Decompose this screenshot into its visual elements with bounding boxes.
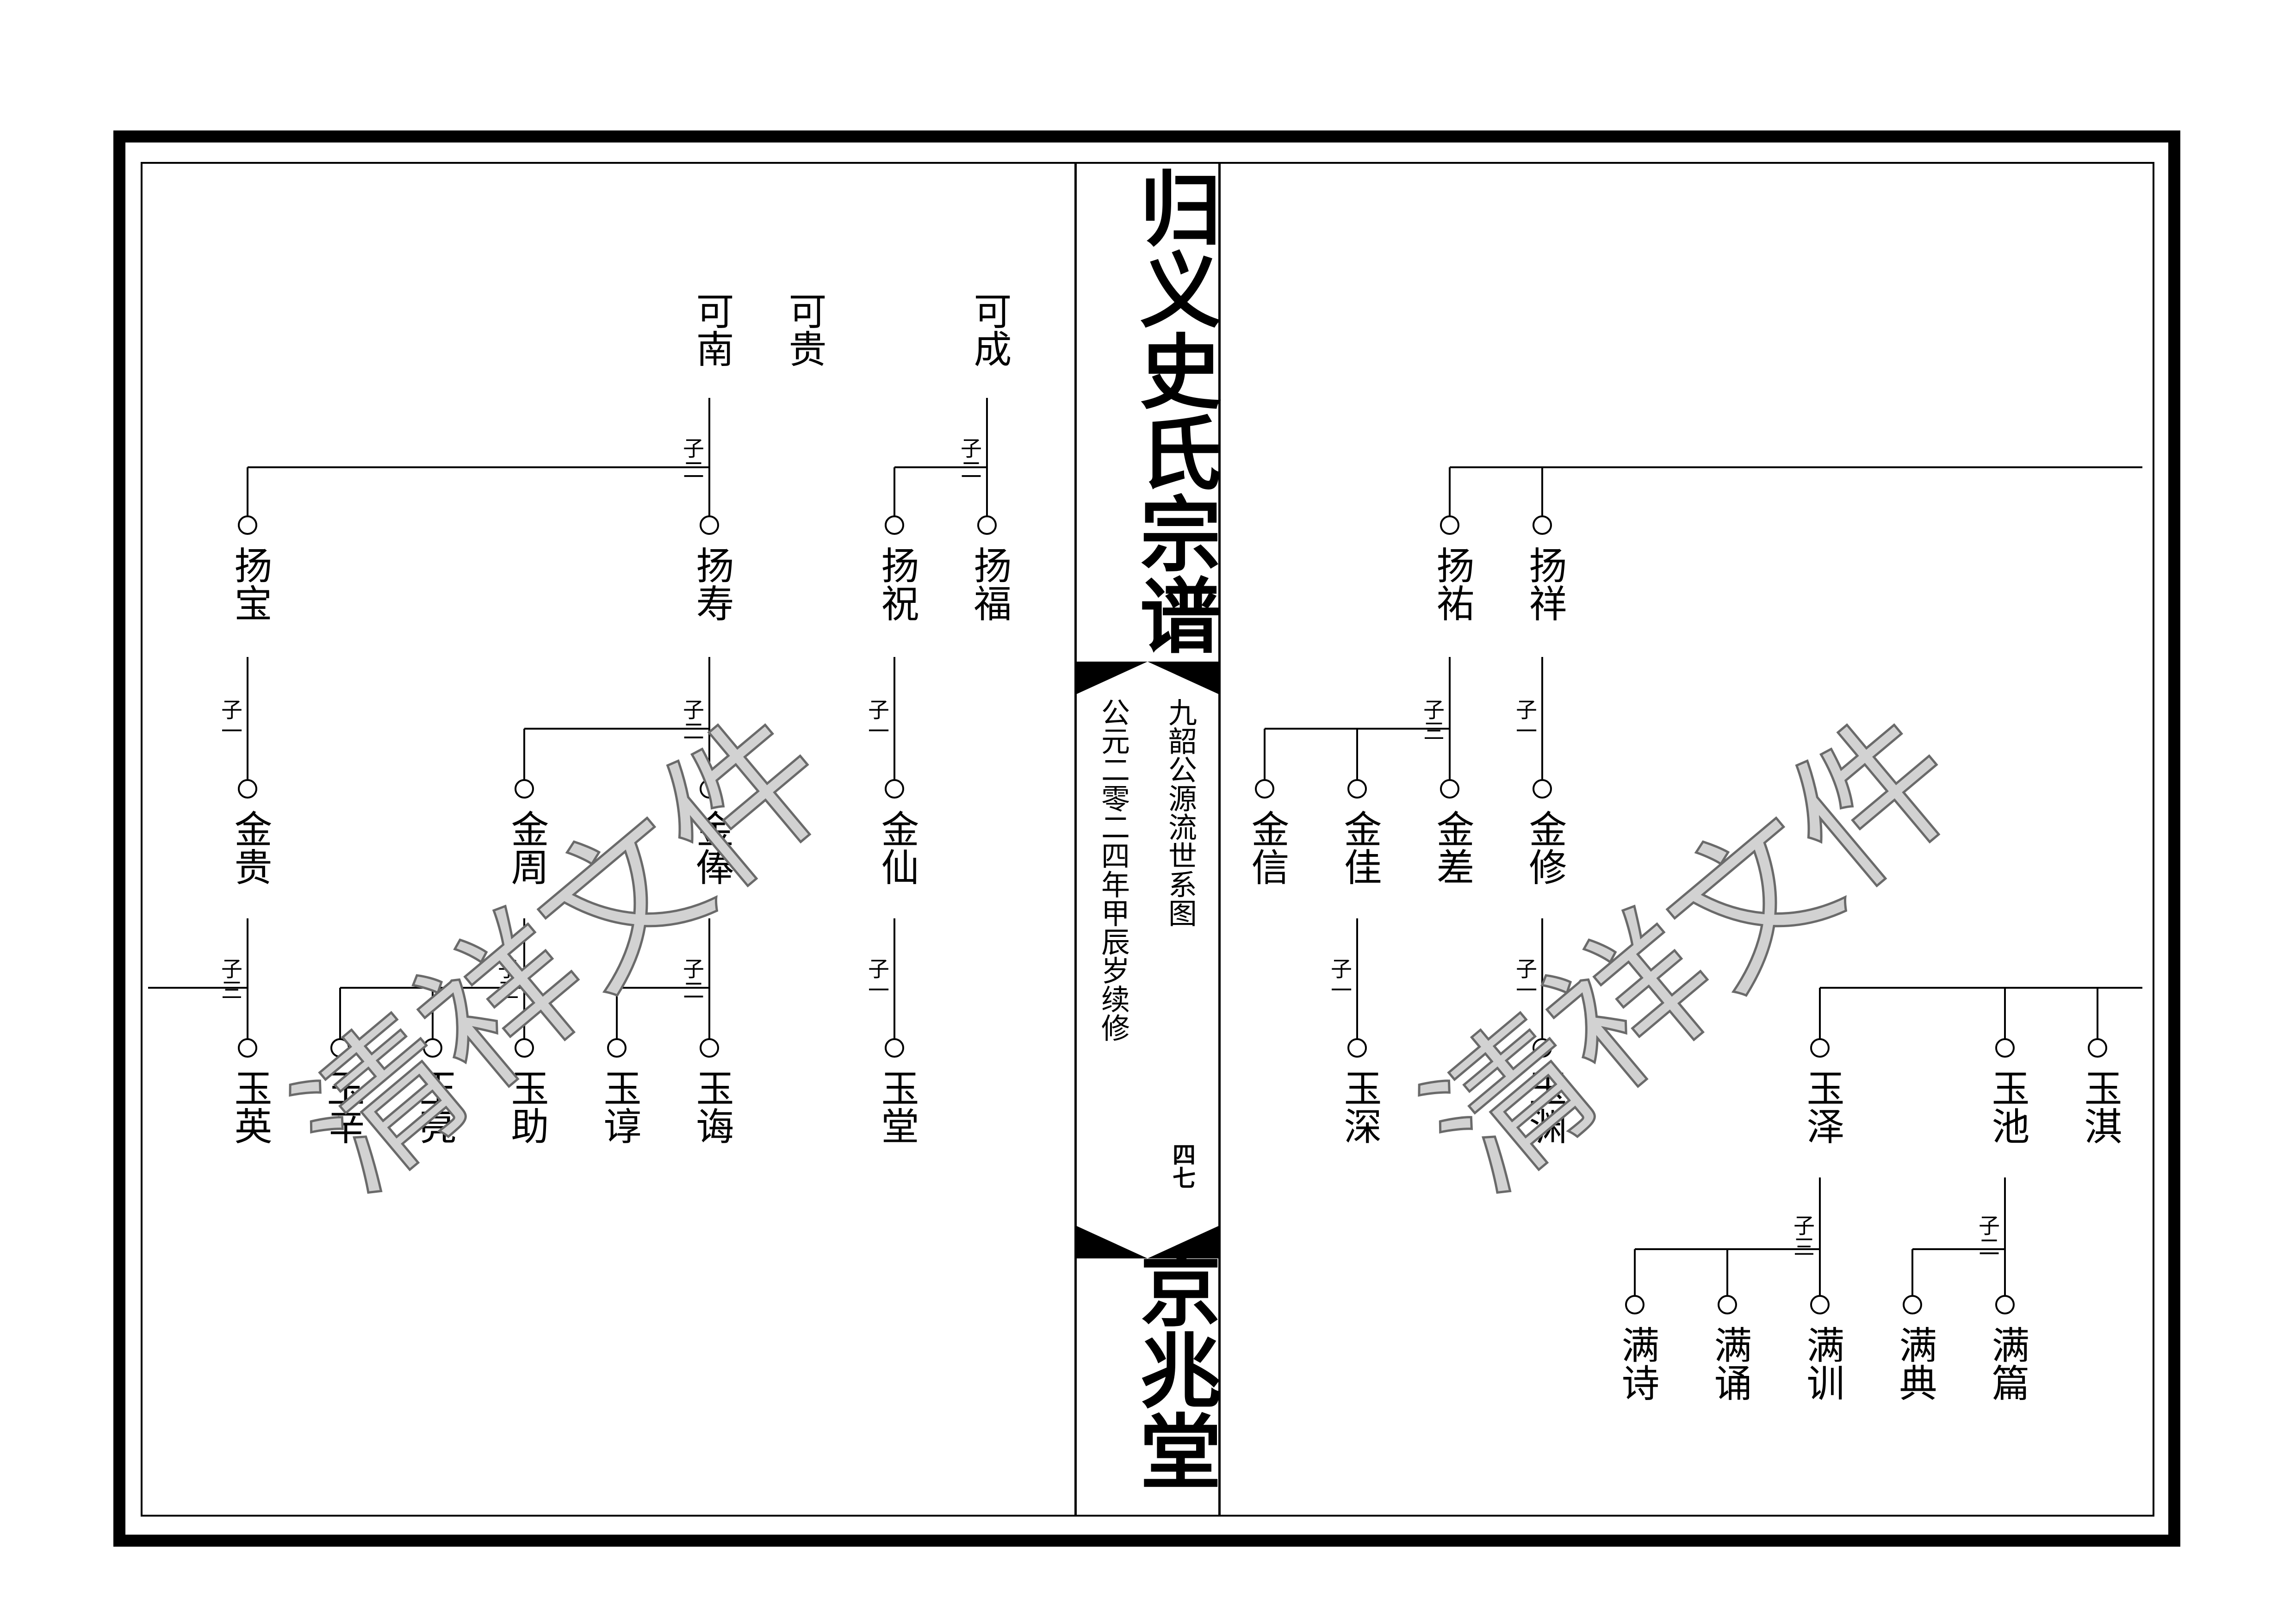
person-name: 扬祐 [1430, 546, 1474, 622]
sons-count-label: 子三 [495, 958, 520, 1000]
person-name: 玉诲 [689, 1069, 733, 1145]
person-node-circle [1810, 1295, 1830, 1314]
person-name: 玉亮 [413, 1069, 457, 1145]
person-node-circle [700, 1038, 719, 1058]
person-name: 可贵 [782, 291, 826, 367]
person-node-circle [885, 779, 904, 799]
person-node-circle [238, 779, 257, 799]
sons-count-label: 子二 [680, 437, 705, 480]
person-node-circle [1810, 1038, 1830, 1058]
person-node-circle [1718, 1295, 1737, 1314]
outer-border [113, 130, 2180, 1547]
person-node-circle [1533, 779, 1552, 799]
person-name: 扬祥 [1522, 546, 1566, 622]
sons-count-label: 子一 [865, 958, 890, 1000]
person-name: 扬宝 [228, 546, 272, 622]
sons-count-label: 子一 [865, 699, 890, 741]
person-node-circle [1440, 515, 1459, 535]
person-name: 金贵 [228, 810, 272, 886]
person-node-circle [2088, 1038, 2107, 1058]
spine-top-marker [1077, 662, 1218, 694]
person-name: 扬寿 [689, 546, 733, 622]
person-name: 玉堂 [875, 1069, 918, 1145]
sons-count-label: 子一 [1513, 699, 1538, 741]
person-name: 满典 [1893, 1326, 1936, 1401]
person-name: 玉助 [504, 1069, 548, 1145]
inner-border [141, 162, 2154, 1517]
person-node-circle [1440, 779, 1459, 799]
person-name: 金佳 [1337, 810, 1381, 886]
person-name: 满篇 [1985, 1326, 2029, 1401]
spine-title: 归义史氏宗谱 [1126, 167, 1222, 655]
book-spine: 归义史氏宗谱 京兆堂 [1074, 162, 1222, 1517]
sons-count-label: 子二 [680, 699, 705, 741]
person-node-circle [1625, 1295, 1644, 1314]
person-node-circle [700, 779, 719, 799]
person-name: 金修 [1522, 810, 1566, 886]
person-name: 金仙 [875, 810, 918, 886]
person-node-circle [885, 1038, 904, 1058]
person-node-circle [238, 1038, 257, 1058]
person-node-circle [330, 1038, 350, 1058]
person-name: 满诗 [1615, 1326, 1659, 1401]
person-node-circle [423, 1038, 442, 1058]
spine-date: 公元二零二四年甲辰岁续修 [1096, 698, 1130, 1042]
person-name: 金周 [504, 810, 548, 886]
person-node-circle [1533, 1038, 1552, 1058]
person-node-circle [977, 515, 997, 535]
person-name: 玉渊 [1522, 1069, 1566, 1145]
person-name: 金信 [1245, 810, 1289, 886]
person-name: 玉辛 [320, 1069, 364, 1145]
sons-count-label: 子一 [1328, 958, 1353, 1000]
sons-count-label: 子二 [680, 958, 705, 1000]
person-name: 满训 [1800, 1326, 1844, 1401]
sons-count-label: 子三 [1790, 1214, 1815, 1257]
person-name: 玉池 [1985, 1069, 2029, 1145]
person-node-circle [1533, 515, 1552, 535]
person-name: 扬福 [967, 546, 1011, 622]
sons-count-label: 子三 [218, 958, 243, 1000]
person-node-circle [515, 1038, 534, 1058]
person-name: 可成 [967, 291, 1011, 367]
person-node-circle [700, 515, 719, 535]
sons-count-label: 子二 [1975, 1214, 2000, 1257]
person-name: 玉泽 [1800, 1069, 1844, 1145]
spine-hall-name: 京兆堂 [1126, 1247, 1222, 1491]
person-node-circle [1995, 1038, 2015, 1058]
person-node-circle [1347, 779, 1367, 799]
person-name: 玉深 [1337, 1069, 1381, 1145]
person-name: 玉淇 [2078, 1069, 2122, 1145]
person-name: 金俸 [689, 810, 733, 886]
person-name: 满诵 [1707, 1326, 1751, 1401]
person-node-circle [1255, 779, 1274, 799]
person-node-circle [885, 515, 904, 535]
sons-count-label: 子一 [218, 699, 243, 741]
page-number: 四七 [1169, 1143, 1196, 1189]
sons-count-label: 子三 [1420, 699, 1445, 741]
person-node-circle [1995, 1295, 2015, 1314]
person-node-circle [607, 1038, 627, 1058]
person-node-circle [515, 779, 534, 799]
sons-count-label: 子二 [957, 437, 982, 480]
person-name: 可南 [689, 291, 733, 367]
person-name: 玉谆 [597, 1069, 641, 1145]
spine-branch-title: 九韶公源流世系图 [1163, 698, 1197, 927]
person-name: 扬祝 [875, 546, 918, 622]
spine-bottom-marker [1077, 1226, 1218, 1258]
person-node-circle [238, 515, 257, 535]
person-node-circle [1347, 1038, 1367, 1058]
person-name: 玉英 [228, 1069, 272, 1145]
person-name: 金差 [1430, 810, 1474, 886]
sons-count-label: 子一 [1513, 958, 1538, 1000]
person-node-circle [1903, 1295, 1922, 1314]
